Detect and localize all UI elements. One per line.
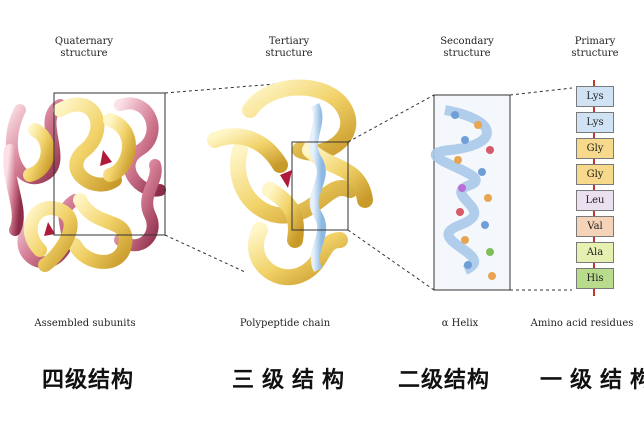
label-zh-secondary: 二级结构 — [398, 367, 491, 393]
label-zh-quaternary: 四级结构 — [42, 367, 135, 393]
caption-secondary: α Helix — [441, 318, 479, 329]
amino-acid-residue: His — [576, 268, 614, 289]
secondary-structure-art — [430, 94, 511, 291]
quaternary-structure-art — [3, 92, 166, 272]
amino-acid-residue: Gly — [576, 164, 614, 185]
tertiary-structure-art — [207, 79, 373, 286]
caption-primary: Amino acid residues — [530, 318, 634, 329]
caption-quaternary: Assembled subunits — [34, 318, 136, 329]
label-zh-primary: 一级结构 — [540, 367, 644, 393]
amino-acid-residue: Lys — [576, 112, 614, 133]
amino-acid-residue: Ala — [576, 242, 614, 263]
amino-acid-residue: Gly — [576, 138, 614, 159]
amino-acid-residue: Lys — [576, 86, 614, 107]
caption-tertiary: Polypeptide chain — [239, 318, 331, 329]
amino-acid-residue: Val — [576, 216, 614, 237]
amino-acid-residue: Leu — [576, 190, 614, 211]
label-zh-tertiary: 三级结构 — [232, 367, 353, 393]
